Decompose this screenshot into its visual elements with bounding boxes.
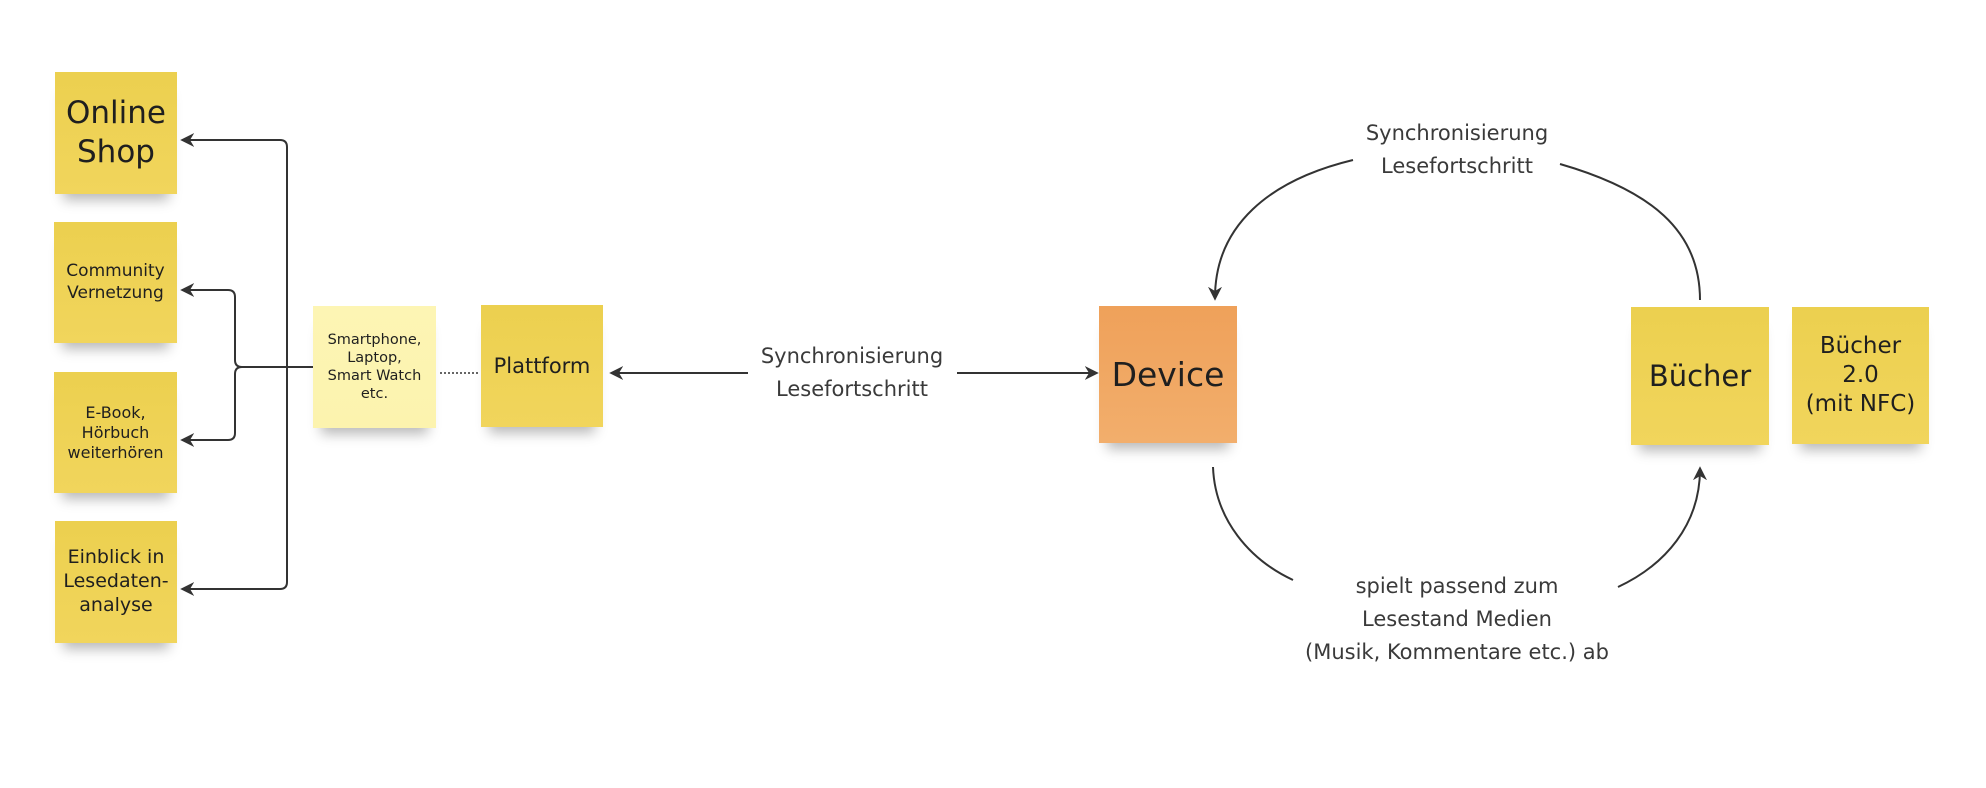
connector-to-community[interactable]	[180, 283, 313, 368]
note-devices[interactable]: Smartphone, Laptop, Smart Watch etc.	[313, 306, 436, 428]
label-sync-top: Synchronisierung Lesefortschritt	[1365, 121, 1549, 178]
note-plattform[interactable]: Plattform	[481, 305, 603, 427]
connector-to-ebook[interactable]	[180, 366, 243, 447]
curve-top-to-device[interactable]	[1208, 159, 1354, 301]
note-buecher-2-nfc[interactable]: Bücher 2.0 (mit NFC)	[1792, 307, 1929, 444]
connector-to-online-shop[interactable]	[180, 133, 288, 367]
connector-to-einblick[interactable]	[180, 367, 288, 596]
note-einblick-lesedaten[interactable]: Einblick in Lesedaten- analyse	[55, 521, 177, 643]
label-media-bottom: spielt passend zum Lesestand Medien (Mus…	[1305, 574, 1609, 664]
note-community-vernetzung[interactable]: Community Vernetzung	[54, 222, 177, 343]
curve-bottom-from-device	[1212, 466, 1294, 581]
curve-top-from-buecher	[1559, 163, 1701, 301]
curve-bottom-to-buecher[interactable]	[1617, 466, 1707, 588]
note-online-shop[interactable]: Online Shop	[55, 72, 177, 194]
note-device[interactable]: Device	[1099, 306, 1237, 443]
note-ebook-hoerbuch[interactable]: E-Book, Hörbuch weiterhören	[54, 372, 177, 493]
note-buecher[interactable]: Bücher	[1631, 307, 1769, 445]
label-sync-middle: Synchronisierung Lesefortschritt	[760, 344, 944, 401]
